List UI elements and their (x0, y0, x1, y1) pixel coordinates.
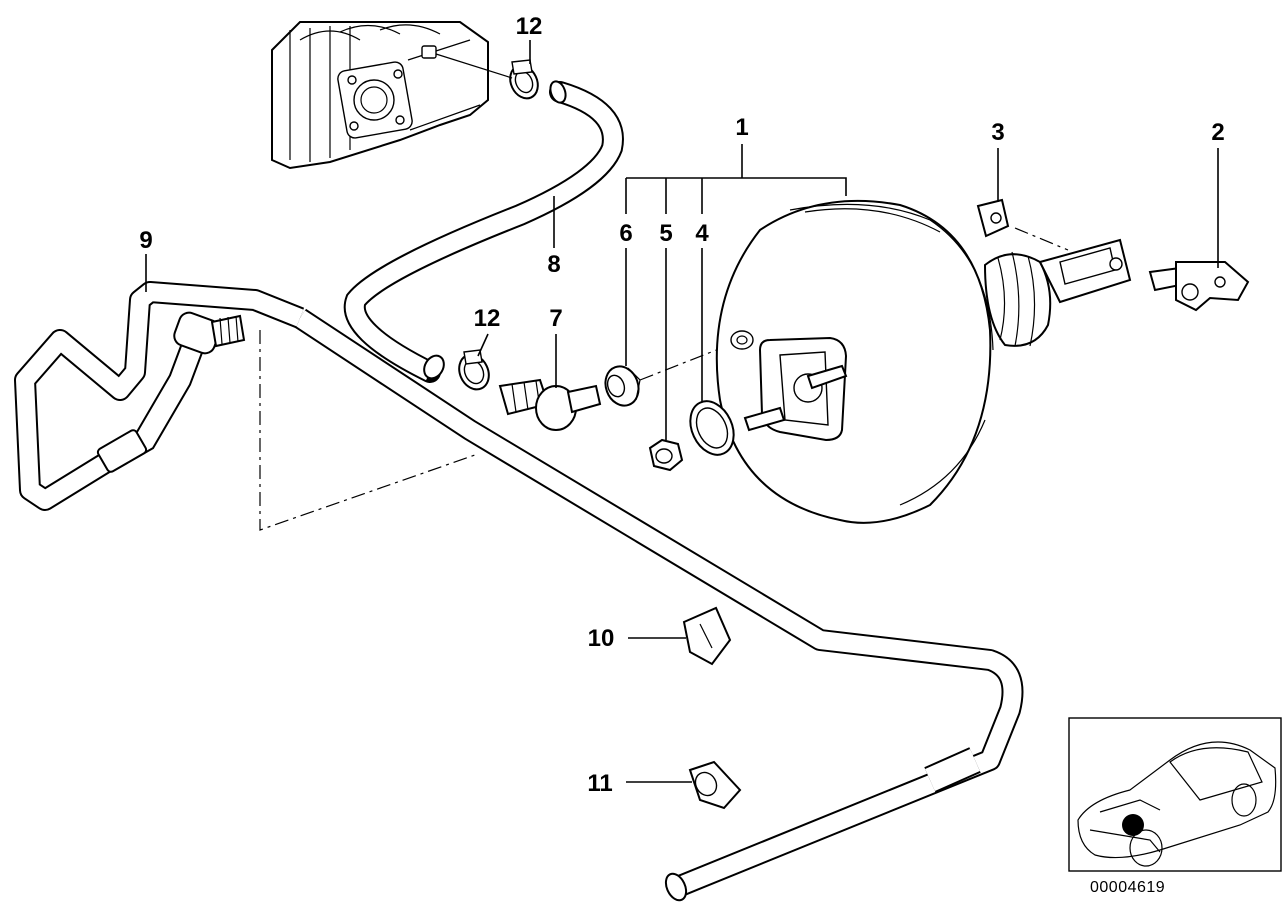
grommet-part-6 (604, 365, 641, 407)
callout-9: 9 (139, 227, 152, 254)
callout-11: 11 (587, 770, 612, 797)
callout-3: 3 (991, 119, 1004, 146)
gasket-ring-part-4 (689, 400, 735, 456)
callout-12-upper: 12 (516, 13, 543, 40)
callout-4: 4 (695, 220, 709, 247)
clevis-pin-part-2 (1148, 261, 1250, 312)
callout-5: 5 (659, 220, 672, 247)
location-marker-icon (1122, 814, 1144, 836)
callout-10: 10 (588, 625, 615, 652)
callout-6: 6 (619, 220, 632, 247)
hose-clip-part-11 (688, 760, 742, 810)
hose-clamp-part-12-lower (458, 349, 490, 391)
diagram-reference-number: 00004619 (1090, 879, 1165, 896)
intake-manifold (271, 21, 489, 170)
callout-1: 1 (735, 114, 748, 141)
check-valve-part-7 (498, 378, 602, 431)
nut-part-5 (648, 438, 684, 472)
vacuum-line-long (14, 281, 1024, 902)
rubber-mount-part-10 (682, 606, 732, 666)
clip-part-3 (976, 198, 1010, 238)
brake-booster (715, 199, 1132, 524)
callout-leader-lines (145, 40, 1219, 783)
callout-12-lower: 12 (474, 305, 501, 332)
hose-clamp-part-12-upper (509, 59, 539, 100)
callout-7: 7 (549, 305, 562, 332)
vacuum-hose-upper (343, 80, 624, 383)
vehicle-locator-thumbnail (1068, 717, 1282, 872)
callout-labels: 1 2 3 4 5 6 7 8 9 10 11 12 12 (139, 13, 1224, 797)
clamp-to-manifold-line (435, 53, 513, 79)
callout-8: 8 (547, 251, 560, 278)
callout-2: 2 (1211, 119, 1224, 146)
